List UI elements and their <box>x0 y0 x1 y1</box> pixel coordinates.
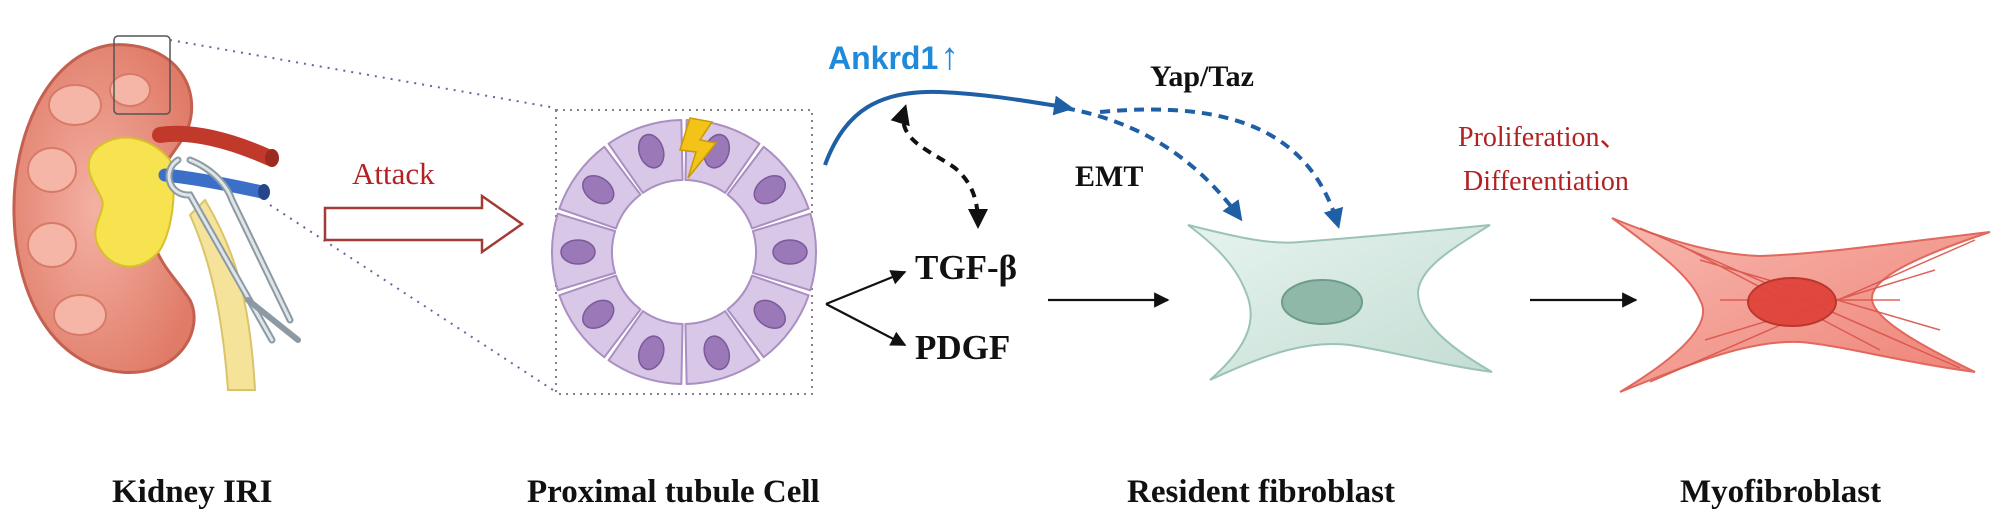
ankrd1-main-arrow <box>823 89 1074 166</box>
caption-tubule: Proximal tubule Cell <box>527 474 820 510</box>
tubule-cell-ring <box>551 119 817 385</box>
myofibroblast-cell <box>1611 217 1991 393</box>
clamp-icon <box>165 156 301 344</box>
tubule-cell-nucleus <box>582 175 615 205</box>
tubule-cell-nucleus <box>560 239 596 265</box>
caption-kidney: Kidney IRI <box>112 474 273 510</box>
proliferation-label: Proliferation、 <box>1458 122 1628 153</box>
zoom-lines <box>169 39 557 393</box>
signal-arrows <box>825 270 1638 346</box>
emt-label: EMT <box>1075 160 1144 193</box>
tubule-cell-nucleus <box>703 335 731 371</box>
ankrd1-label: Ankrd1↑ <box>828 38 959 76</box>
tubule-cell-nucleus <box>637 133 665 169</box>
caption-myofibroblast: Myofibroblast <box>1680 474 1882 510</box>
tubule-cell-nucleus <box>753 299 786 329</box>
fibroblast-cell <box>1187 224 1493 381</box>
tubule-cell-nucleus <box>772 239 808 265</box>
caption-fibroblast: Resident fibroblast <box>1127 474 1395 510</box>
lightning-icon <box>679 117 718 179</box>
tubule-cell-nucleus <box>637 335 665 371</box>
tubule-cell-nucleus <box>582 299 615 329</box>
attack-label: Attack <box>352 156 435 191</box>
ankrd1-text: Ankrd1 <box>828 40 939 76</box>
pdgf-label: PDGF <box>915 328 1011 367</box>
yap-taz-label: Yap/Taz <box>1150 60 1254 93</box>
differentiation-label: Differentiation <box>1463 166 1629 197</box>
tubule-cell-nucleus <box>753 175 786 205</box>
yap-taz-arrows <box>1064 106 1344 229</box>
attack-arrow <box>323 193 525 255</box>
ankrd1-up-arrow: ↑ <box>940 36 960 78</box>
kidney-icon <box>12 35 279 391</box>
tgf-label: TGF-β <box>915 248 1018 287</box>
ankrd1-tgf-dashed-arrow <box>890 104 988 229</box>
